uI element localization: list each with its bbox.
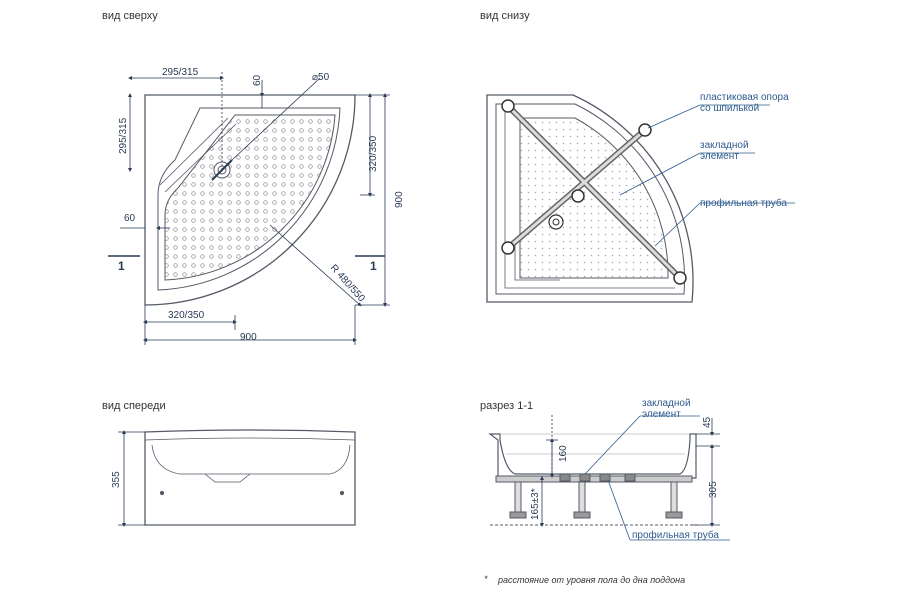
callout-pipe: профильная труба <box>700 197 787 209</box>
support-icon <box>638 123 652 137</box>
section-mark-right: 1 <box>370 259 377 273</box>
section-callout-embed-1: закладной <box>642 398 691 409</box>
top-view-dimensions <box>108 72 390 345</box>
footnote-star: * <box>484 574 488 584</box>
section-view <box>488 433 700 526</box>
dim-front-height: 355 <box>111 471 122 488</box>
support-icon <box>501 99 515 113</box>
view-title-section: разрез 1-1 <box>480 400 534 412</box>
tray-basin <box>164 114 336 281</box>
dim-section-305: 305 <box>708 481 719 498</box>
dim-left-60: 60 <box>124 213 136 224</box>
section-tray <box>488 433 697 479</box>
dim-section-45: 45 <box>702 416 713 428</box>
callout-support-2: со шпилькой <box>700 103 759 114</box>
section-callout-lines <box>584 415 730 541</box>
view-title-front: вид спереди <box>102 400 166 412</box>
dim-drain-diameter: ⌀50 <box>312 72 330 83</box>
view-title-top: вид сверху <box>102 10 158 22</box>
front-dimensions <box>118 430 145 527</box>
drain-icon <box>548 214 564 230</box>
tray-outline <box>144 94 356 306</box>
dim-radius: R 480/550 <box>328 263 367 305</box>
dim-bottom-width: 320/350 <box>168 310 205 321</box>
dim-section-160: 160 <box>558 445 569 462</box>
dim-top-60: 60 <box>252 74 263 86</box>
dim-left-height: 295/315 <box>118 117 129 154</box>
bottom-callout-lines <box>619 104 795 247</box>
dim-right-height: 320/350 <box>368 135 379 172</box>
bottom-view <box>486 94 694 303</box>
section-mark-left: 1 <box>118 259 125 273</box>
callout-embed-2: элемент <box>700 151 739 162</box>
callout-embed-1: закладной <box>700 140 749 151</box>
dim-top-width: 295/315 <box>162 67 199 78</box>
tray-inner-rim <box>157 107 341 291</box>
dim-section-165: 165±3* <box>530 488 541 520</box>
section-callout-embed-2: элемент <box>642 409 681 420</box>
support-icon <box>501 241 515 255</box>
callout-support-1: пластиковая опора <box>700 92 789 103</box>
section-callout-pipe: профильная труба <box>632 529 719 541</box>
footnote-text: расстояние от уровня пола до дна поддона <box>498 575 686 585</box>
dim-total-width: 900 <box>240 332 257 343</box>
top-view <box>144 94 356 306</box>
bottom-outline <box>486 94 694 303</box>
view-title-bottom: вид снизу <box>480 10 530 22</box>
front-view <box>144 429 356 526</box>
dim-total-height: 900 <box>394 191 405 208</box>
section-dimensions <box>540 415 720 527</box>
front-outline <box>144 429 356 526</box>
support-icon <box>673 271 687 285</box>
support-icon <box>571 189 585 203</box>
